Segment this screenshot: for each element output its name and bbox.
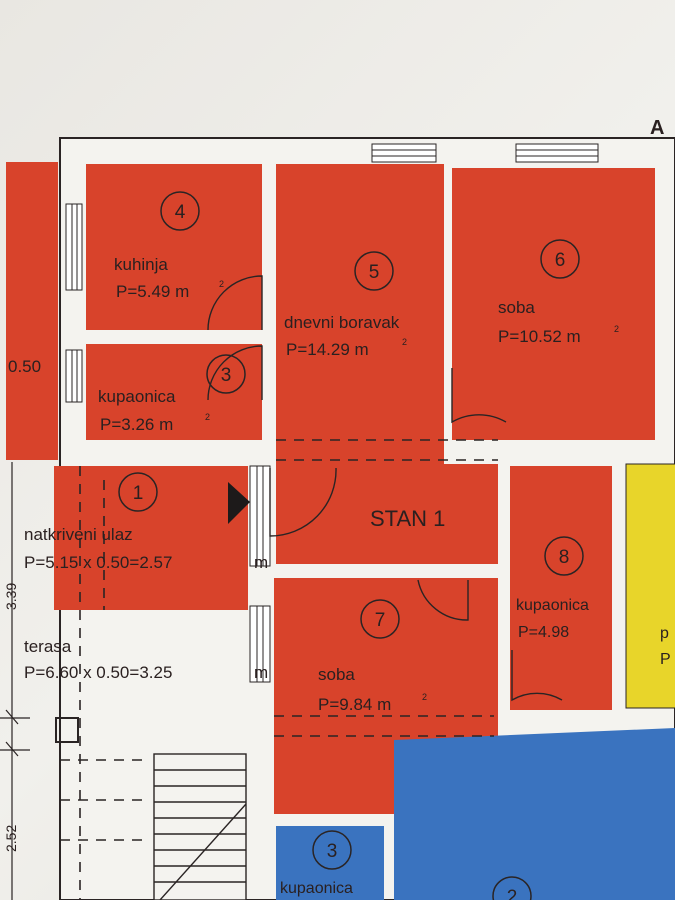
neighbor-room-name: kupaonica (280, 880, 353, 897)
room-area-bedroom-7-unit: 2 (422, 692, 427, 702)
left-balcony-strip (6, 162, 58, 460)
room-number-1: 1 (133, 483, 144, 504)
staircase (153, 753, 247, 900)
room-area-terrace-unit: m (254, 663, 268, 682)
room-name-bathroom-3: kupaonica (98, 387, 176, 406)
left-window-1 (65, 203, 83, 291)
room-number-6: 6 (555, 250, 566, 271)
neighbor-yellow-room (625, 463, 675, 709)
room-area-entrance: P=5.15 x 0.50=2.57 (24, 553, 172, 572)
corner-label: A (650, 117, 664, 139)
room-5-living (276, 164, 444, 564)
room-area-bedroom-7: P=9.84 m (318, 695, 391, 714)
top-window-1 (371, 143, 437, 163)
room-4-kitchen (86, 164, 262, 330)
apartment-label: STAN 1 (370, 506, 445, 531)
room-number-8: 8 (559, 547, 570, 568)
room-area-bathroom-3: P=3.26 m (100, 415, 173, 434)
column-square (55, 717, 79, 743)
room-area-kitchen-unit: 2 (219, 279, 224, 289)
room-area-bathroom-8: P=4.98 (518, 624, 569, 641)
room-area-living: P=14.29 m (286, 340, 369, 359)
room-area-living-unit: 2 (402, 337, 407, 347)
dimension-vertical-2: 2.52 (3, 825, 19, 852)
room-number-4: 4 (175, 202, 186, 223)
room-5-living-ext (440, 464, 498, 564)
neighbor-room-number-2: 2 (507, 887, 518, 900)
dimension-vertical-1: 3.39 (3, 583, 19, 610)
room-name-living: dnevni boravak (284, 313, 400, 332)
room-8-bathroom (510, 466, 612, 710)
room-area-bedroom-6: P=10.52 m (498, 327, 581, 346)
neighbor-yellow-text-1: p (660, 625, 669, 642)
neighbor-room-number-3: 3 (327, 841, 338, 862)
middle-window-2 (249, 605, 271, 683)
neighbor-blue-room (394, 728, 675, 900)
room-area-bathroom-3-unit: 2 (205, 412, 210, 422)
room-number-5: 5 (369, 262, 380, 283)
door-swings (207, 275, 563, 702)
left-window-2 (65, 349, 83, 403)
room-6-bedroom (452, 168, 655, 440)
room-number-3: 3 (221, 365, 232, 386)
room-area-entrance-unit: m (254, 553, 268, 572)
dashed-lines (60, 439, 498, 900)
middle-window (249, 465, 271, 567)
room-number-circles (118, 191, 584, 900)
neighbor-yellow-text-2: P (660, 651, 671, 668)
room-1-entrance (54, 466, 248, 610)
room-name-kitchen: kuhinja (114, 255, 168, 274)
room-area-kitchen: P=5.49 m (116, 282, 189, 301)
room-name-entrance: natkriveni ulaz (24, 525, 133, 544)
dimension-lines (0, 462, 30, 900)
entrance-arrow-icon (228, 482, 250, 524)
neighbor-blue-bath (276, 826, 384, 900)
room-name-bedroom-7: soba (318, 665, 355, 684)
room-number-7: 7 (375, 610, 386, 631)
room-area-terrace: P=6.60 x 0.50=3.25 (24, 663, 172, 682)
room-name-bedroom-6: soba (498, 298, 535, 317)
top-window-2 (515, 143, 599, 163)
room-area-bedroom-6-unit: 2 (614, 324, 619, 334)
dimension-left-top: 0.50 (8, 357, 41, 376)
room-name-bathroom-8: kupaonica (516, 597, 589, 614)
room-name-terrace: terasa (24, 637, 72, 656)
